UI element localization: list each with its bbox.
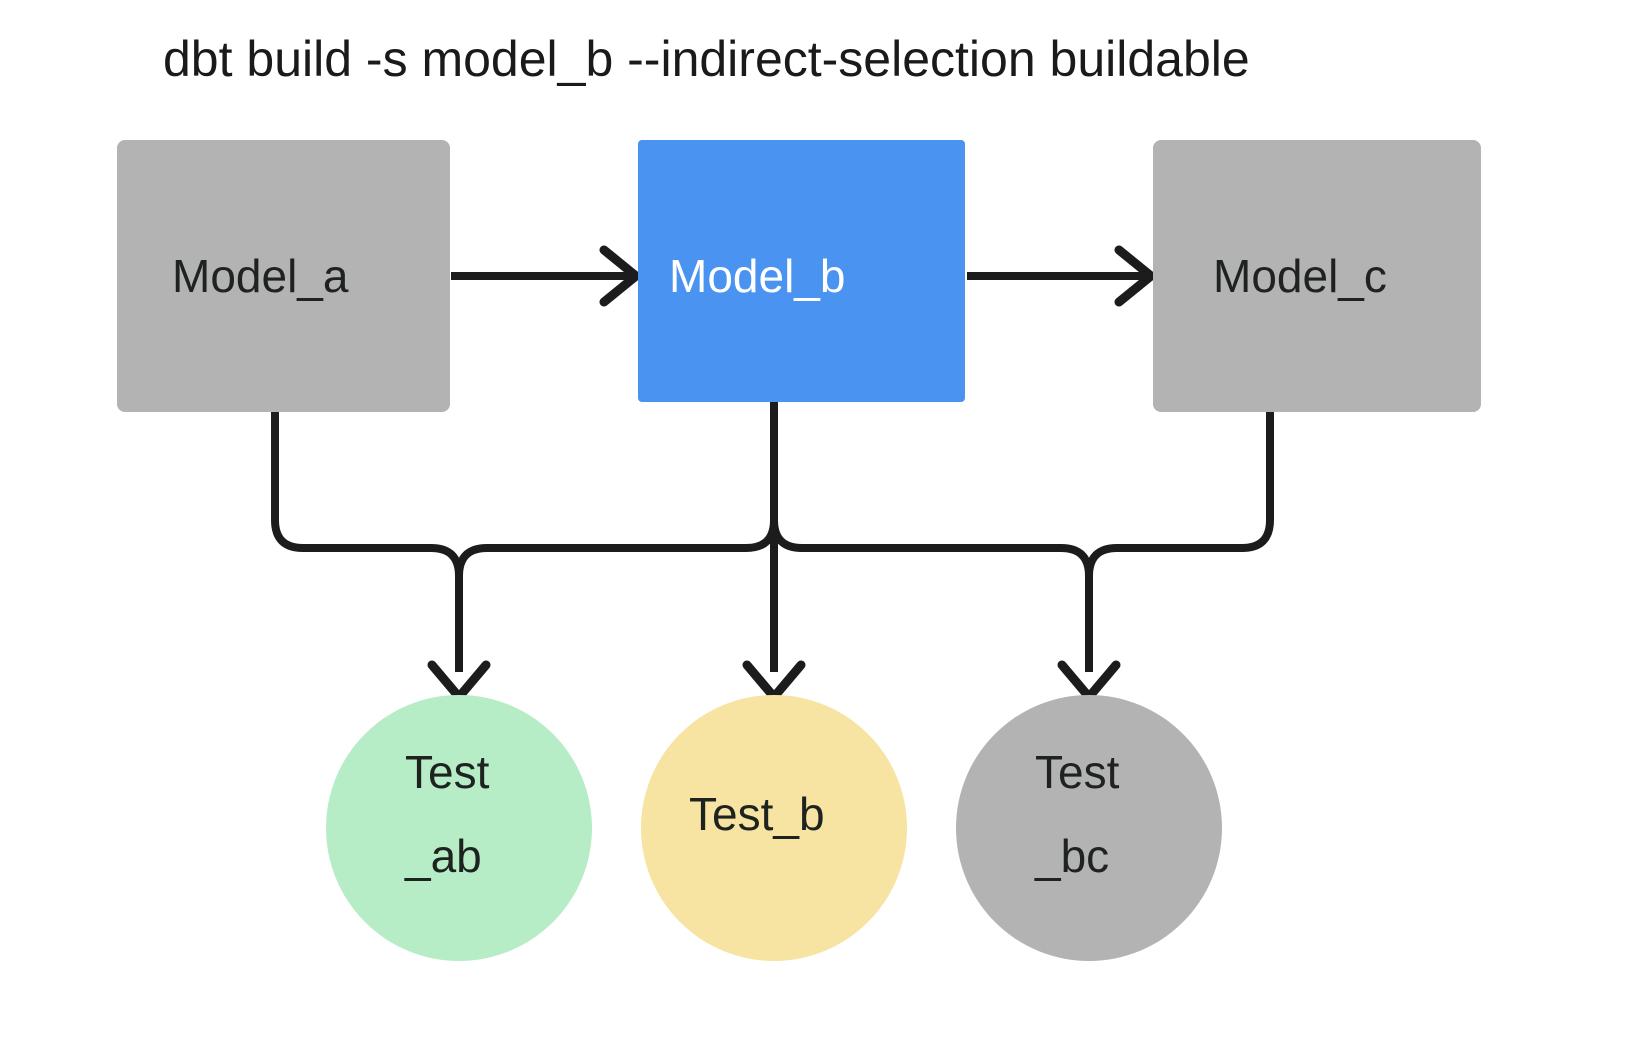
node-model-c[interactable]: Model_c bbox=[1153, 140, 1481, 412]
page-title: dbt build -s model_b --indirect-selectio… bbox=[163, 31, 1250, 87]
node-test-ab[interactable]: Test _ab bbox=[326, 695, 592, 961]
node-test-bc[interactable]: Test _bc bbox=[956, 695, 1222, 961]
edge-model-a-to-model-b bbox=[451, 245, 641, 307]
node-test-b-label-line1: Test_b bbox=[689, 788, 825, 840]
node-model-a[interactable]: Model_a bbox=[117, 140, 450, 412]
node-model-c-label: Model_c bbox=[1213, 250, 1387, 302]
node-layer: Model_a Model_b Model_c Test _ab Tes bbox=[117, 140, 1481, 961]
node-test-b-shape[interactable] bbox=[641, 695, 907, 961]
node-test-b[interactable]: Test_b bbox=[641, 695, 907, 961]
edge-model-b-to-model-c bbox=[967, 245, 1156, 307]
node-model-a-shape[interactable] bbox=[117, 140, 450, 412]
node-model-a-label: Model_a bbox=[172, 250, 349, 302]
node-model-b[interactable]: Model_b bbox=[638, 140, 965, 402]
edge-layer bbox=[271, 245, 1274, 702]
edge-model-c-to-test-bc bbox=[1085, 412, 1274, 672]
node-test-ab-label-line2: _ab bbox=[404, 830, 482, 882]
edge-model-b-to-test-ab bbox=[455, 402, 778, 672]
node-model-b-shape[interactable] bbox=[638, 140, 965, 402]
node-test-bc-shape[interactable] bbox=[956, 695, 1222, 961]
node-test-bc-label-line1: Test bbox=[1035, 746, 1120, 798]
node-model-c-shape[interactable] bbox=[1153, 140, 1481, 412]
node-test-ab-label-line1: Test bbox=[405, 746, 490, 798]
node-test-bc-label-line2: _bc bbox=[1034, 830, 1109, 882]
node-test-ab-shape[interactable] bbox=[326, 695, 592, 961]
edge-model-a-to-test-ab bbox=[271, 412, 463, 672]
edge-model-b-to-test-bc bbox=[770, 402, 1093, 672]
node-model-b-label: Model_b bbox=[669, 250, 845, 302]
